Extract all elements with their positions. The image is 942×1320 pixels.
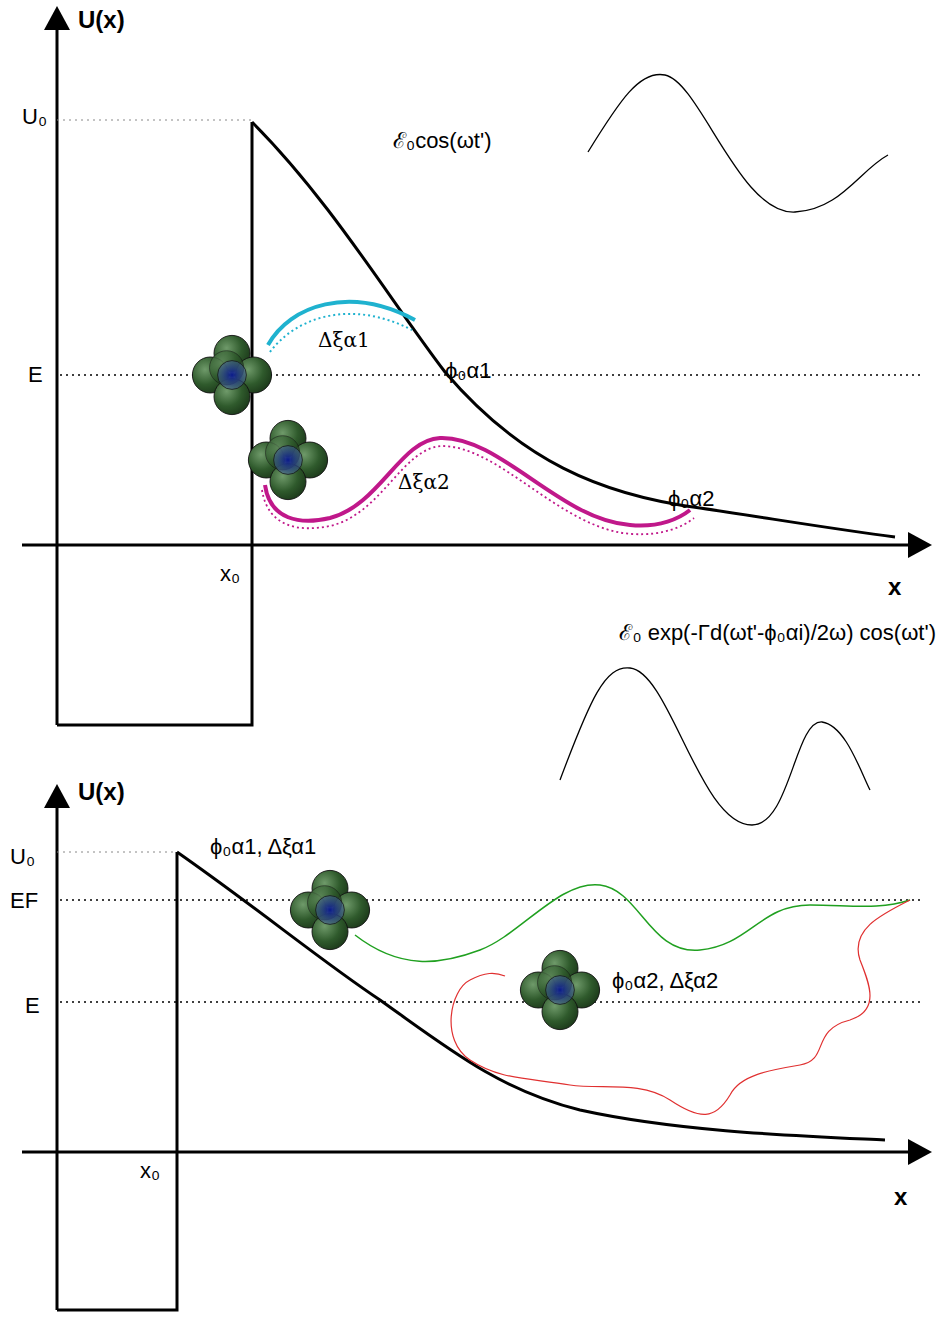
phase-label: ϕ₀α1 — [445, 360, 491, 382]
level-label: E — [25, 995, 40, 1017]
level-label: EF — [10, 890, 38, 912]
axis-tick: x₀ — [140, 1160, 160, 1182]
axis-label: x — [888, 575, 901, 599]
axis-label: x — [894, 1185, 907, 1209]
axis-label: U(x) — [78, 780, 125, 804]
phase-label: ϕ₀α1, Δξα1 — [210, 836, 316, 858]
path-label: Δξα1 — [318, 330, 370, 350]
axis-tick: x₀ — [220, 563, 240, 585]
phase-label: ϕ₀α2 — [668, 488, 714, 510]
field-label: ℰ₀ exp(-Γd(ωt'-ϕ₀αi)/2ω) cos(ωt') — [619, 622, 936, 644]
path-label: Δξα2 — [398, 472, 450, 492]
axis-label: U(x) — [78, 8, 125, 32]
phase-label: ϕ₀α2, Δξα2 — [612, 970, 718, 992]
level-label: U₀ — [22, 106, 47, 128]
field-label: ℰ₀cos(ωt') — [393, 130, 492, 152]
level-label: U₀ — [10, 846, 35, 868]
level-label: E — [28, 364, 43, 386]
